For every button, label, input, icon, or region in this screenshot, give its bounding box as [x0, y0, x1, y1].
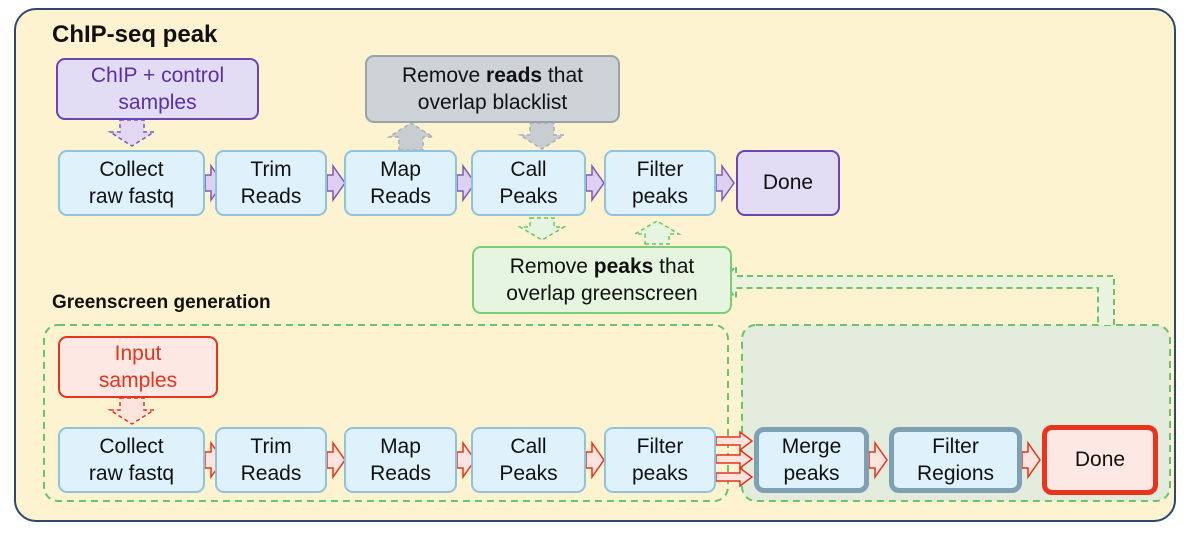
top-step-trim: Trim Reads	[215, 150, 327, 216]
filter-regions-box: Filter Regions	[889, 427, 1022, 493]
top-done-box: Done	[736, 150, 840, 216]
bottom-step-collect: Collect raw fastq	[58, 427, 205, 493]
arrow-greenscreen-down	[517, 217, 567, 241]
greenscreen-region-left	[43, 324, 729, 502]
input-samples-box: Input samples	[58, 336, 218, 398]
arrow-blacklist-down	[517, 122, 567, 150]
arrow-top-2	[326, 163, 346, 203]
arrow-merge-2	[715, 448, 754, 470]
arrow-bottom-6	[868, 440, 888, 480]
bottom-step-trim: Trim Reads	[215, 427, 327, 493]
greenscreen-note-box: Remove peaks that overlap greenscreen	[472, 246, 732, 314]
arrow-greenscreen-up	[632, 220, 682, 245]
arrow-chip-down	[107, 119, 157, 147]
blacklist-box: Remove reads that overlap blacklist	[365, 55, 620, 123]
arrow-bottom-4	[585, 440, 605, 480]
chip-samples-box: ChIP + control samples	[56, 58, 259, 120]
arrow-merge-3	[715, 466, 754, 488]
merge-peaks-box: Merge peaks	[754, 427, 869, 493]
blacklist-text-pre: Remove	[402, 63, 487, 87]
top-step-map: Map Reads	[344, 150, 457, 216]
greenscreen-text-post: that overlap greenscreen	[506, 254, 698, 305]
top-step-collect: Collect raw fastq	[58, 150, 205, 216]
arrow-top-3	[456, 163, 476, 203]
arrow-bottom-7	[1021, 440, 1041, 480]
arrow-bottom-3	[456, 440, 476, 480]
blacklist-text-bold: reads	[486, 63, 543, 87]
bottom-step-call: Call Peaks	[471, 427, 586, 493]
greenscreen-text-pre: Remove	[509, 254, 594, 278]
title-greenscreen: Greenscreen generation	[52, 292, 271, 313]
arrow-blacklist-up	[386, 122, 436, 151]
bottom-done-box: Done	[1042, 425, 1158, 495]
arrow-top-5	[715, 163, 735, 203]
blacklist-text-post: that overlap blacklist	[417, 63, 583, 114]
title-chip-seq: ChIP-seq peak	[52, 21, 218, 48]
feedback-arrow	[720, 263, 1115, 325]
arrow-top-4	[585, 163, 605, 203]
arrow-merge-1	[715, 430, 754, 452]
bottom-step-filter: Filter peaks	[604, 427, 716, 493]
arrow-bottom-2	[326, 440, 346, 480]
arrow-input-down	[107, 397, 157, 425]
greenscreen-text-bold: peaks	[593, 254, 654, 278]
top-step-filter: Filter peaks	[604, 150, 716, 216]
bottom-step-map: Map Reads	[344, 427, 457, 493]
top-step-call: Call Peaks	[471, 150, 586, 216]
